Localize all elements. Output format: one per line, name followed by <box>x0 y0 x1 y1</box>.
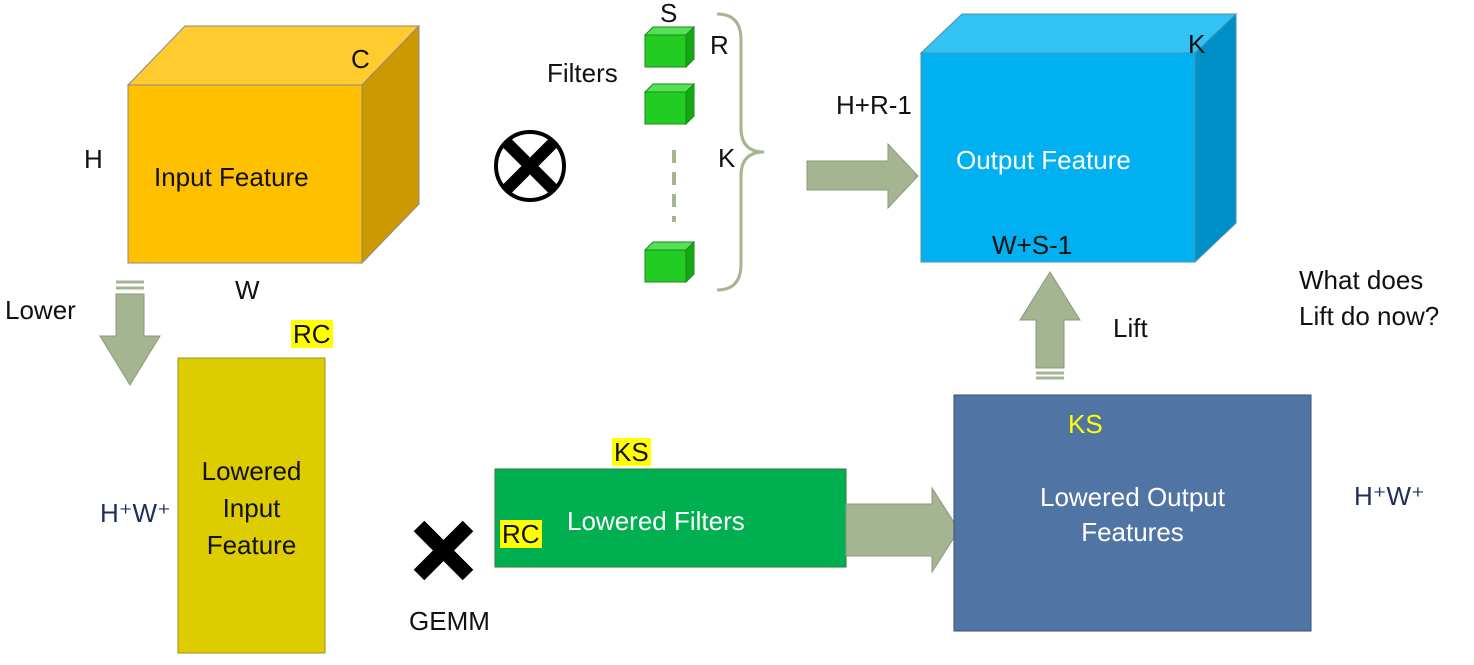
lower-arrow <box>99 280 161 386</box>
lowered-output-box <box>953 394 1312 632</box>
lift-arrow <box>1019 271 1081 380</box>
gemm-label: GEMM <box>409 606 490 636</box>
lowered-input-box <box>177 357 326 654</box>
lowered-input-label-2: Input <box>222 493 281 523</box>
output-feature-label: Output Feature <box>956 145 1131 175</box>
output-dim-w: W+S-1 <box>992 230 1073 260</box>
lowered-input-dim-hw: H⁺W⁺ <box>100 498 171 528</box>
circled-x-icon <box>494 130 566 202</box>
filter-dim-k: K <box>718 143 736 173</box>
lowered-filters-dim-ks: KS <box>612 437 651 467</box>
input-feature-label: Input Feature <box>154 162 309 192</box>
output-feature-cube <box>919 12 1238 264</box>
lowered-output-label-2: Features <box>1081 517 1184 547</box>
filter-dim-r: R <box>710 30 729 60</box>
lowered-filters-label: Lowered Filters <box>567 506 745 536</box>
arrow-to-output-feature <box>806 142 919 210</box>
filter-cube-3 <box>643 240 696 284</box>
input-cube-front-face <box>127 84 363 264</box>
lowered-filters-box <box>494 468 847 568</box>
input-dim-w: W <box>235 275 260 305</box>
lower-label: Lower <box>5 295 76 325</box>
filters-curly-brace <box>716 12 765 292</box>
question-line-1: What does <box>1299 265 1424 295</box>
output-dim-h: H+R-1 <box>836 90 912 120</box>
filter-dim-s: S <box>660 0 678 28</box>
input-dim-c: C <box>351 44 370 74</box>
filter-cube-1 <box>643 25 696 69</box>
arrow-to-lowered-output <box>845 486 960 574</box>
lowered-output-dim-hw: H⁺W⁺ <box>1354 481 1425 511</box>
output-cube-front-face <box>920 52 1196 263</box>
lowered-output-label-1: Lowered Output <box>1039 482 1225 512</box>
lift-label: Lift <box>1113 313 1148 343</box>
filters-label: Filters <box>547 58 618 88</box>
lowered-input-label-1: Lowered <box>201 456 302 486</box>
input-dim-h: H <box>84 144 103 174</box>
lowered-output-dim-ks: KS <box>1068 409 1103 439</box>
x-mark-icon <box>413 520 474 581</box>
lowered-input-label-3: Feature <box>206 530 297 560</box>
input-feature-cube <box>126 24 421 265</box>
output-dim-k: K <box>1188 29 1206 59</box>
lowered-input-dim-rc: RC <box>291 319 333 349</box>
lowered-filters-dim-rc: RC <box>500 519 542 549</box>
filter-cube-2 <box>643 82 696 126</box>
question-line-2: Lift do now? <box>1299 301 1440 331</box>
